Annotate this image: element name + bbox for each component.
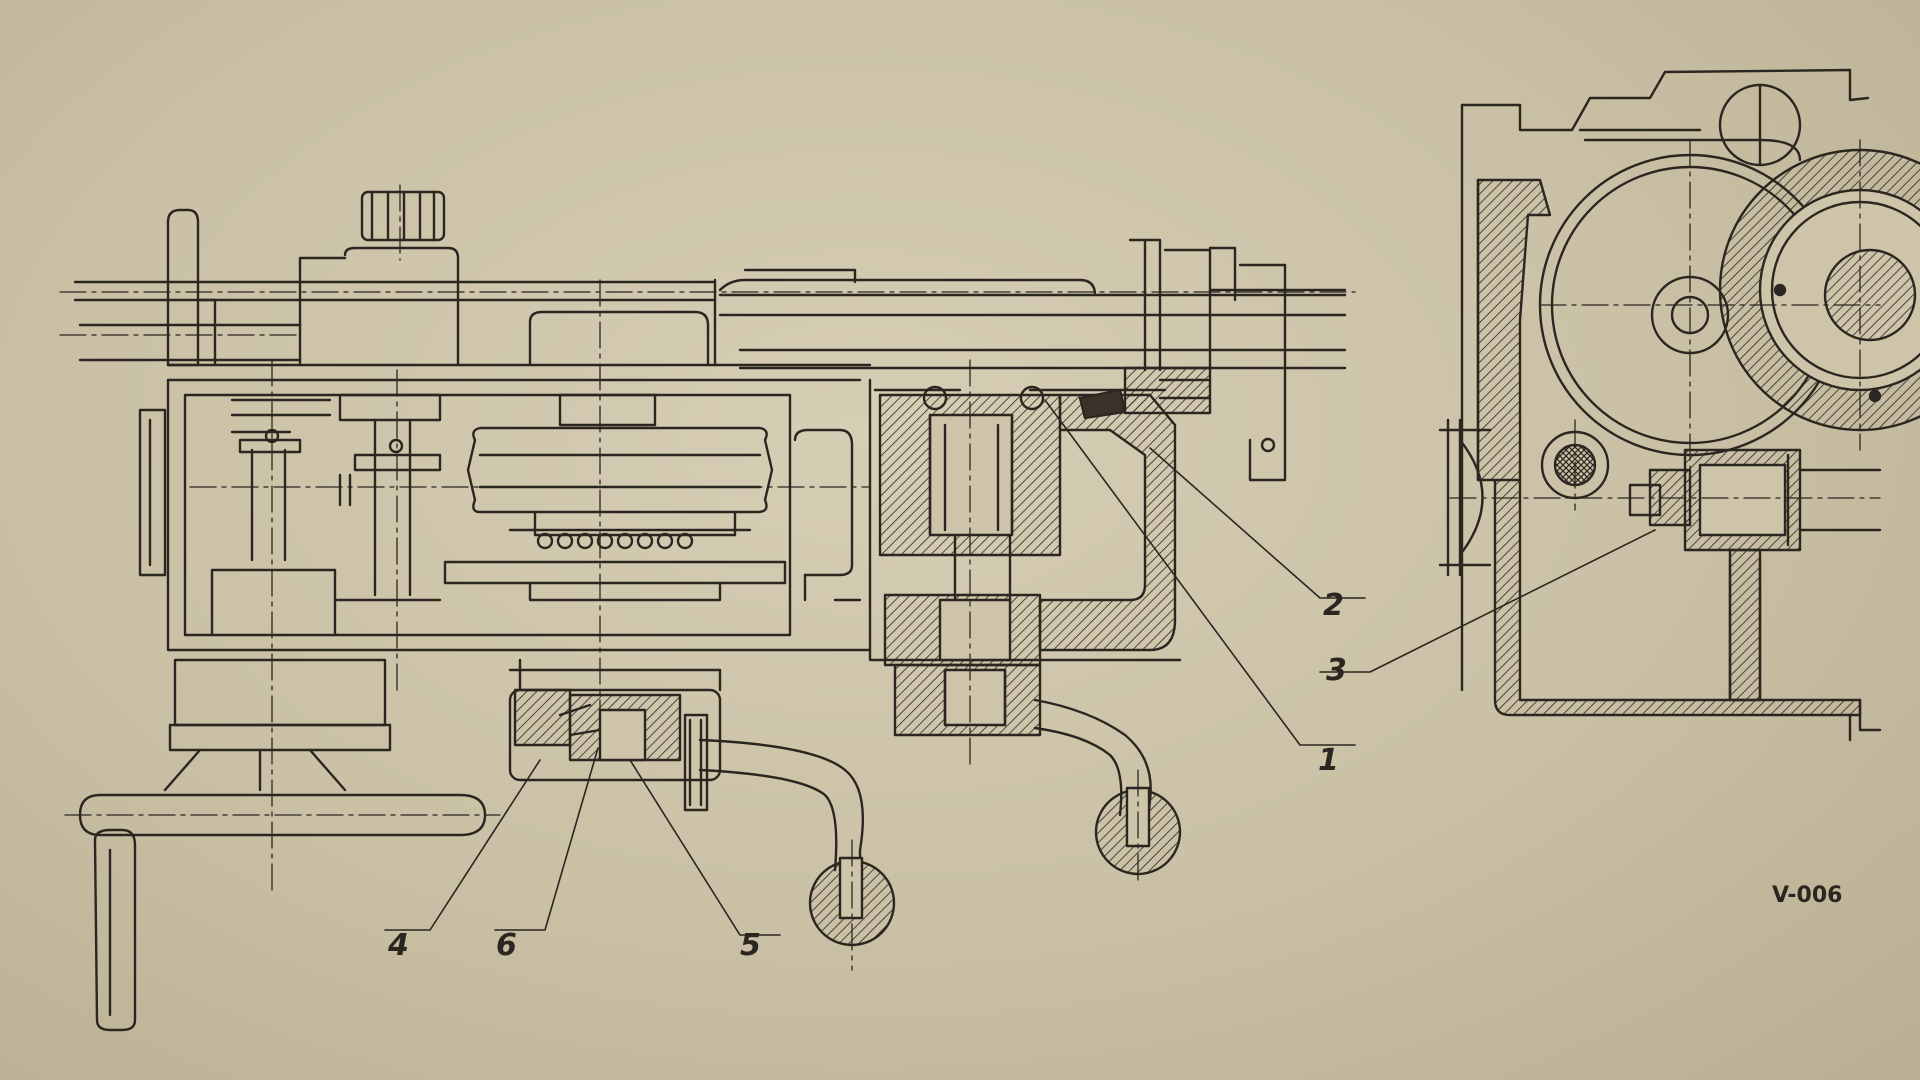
callout-6: 6 [496,928,517,963]
ball-bearing-row [536,532,694,550]
callout-4: 4 [387,928,409,963]
callout-leaders [384,399,1656,936]
callout-1: 1 [1318,743,1339,778]
center-lines [59,139,1881,971]
callout-3: 3 [1326,653,1347,688]
side-section-view [1438,68,1920,742]
callout-5: 5 [740,928,761,963]
sheet-code: V-006 [1772,883,1842,908]
callout-2: 2 [1323,588,1344,623]
cross-slide-section [508,238,1347,947]
